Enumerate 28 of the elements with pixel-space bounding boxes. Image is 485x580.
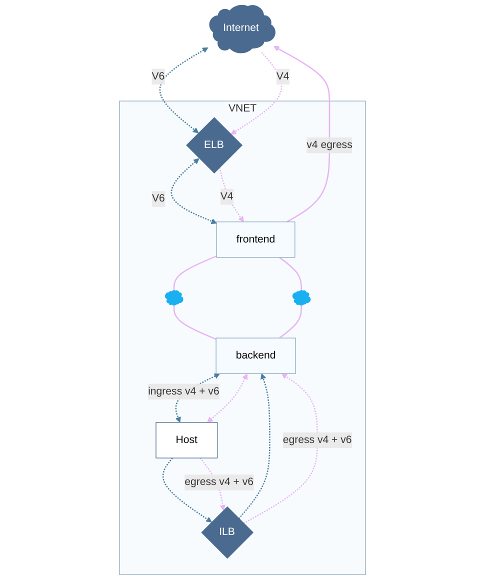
edge-label: V6 (152, 70, 165, 82)
node-cloud (292, 290, 311, 306)
node-box: backend (216, 338, 296, 374)
edge-label: v4 egress (306, 139, 352, 151)
edge-label: egress v4 + v6 (184, 476, 254, 488)
arrow (218, 167, 244, 222)
edge-label: V6 (152, 193, 165, 204)
node-diamond: ELB (186, 117, 242, 174)
arrow (273, 46, 330, 222)
node-box: frontend (216, 222, 296, 258)
connector (279, 256, 302, 290)
edge-label: V4 (220, 190, 234, 202)
connector (173, 255, 217, 290)
arrow (206, 374, 248, 423)
edge-label: V4 (276, 70, 290, 82)
arrow (170, 158, 217, 224)
arrow (230, 52, 282, 135)
edge-label: egress v4 + v6 (282, 434, 352, 446)
node-diamond: ILB (201, 506, 254, 559)
arrow (162, 458, 212, 522)
arrow (159, 47, 208, 134)
node-cloud (164, 290, 184, 306)
node-box: Host (156, 422, 218, 458)
arrow (243, 373, 318, 524)
connector (279, 305, 302, 339)
connector (173, 305, 216, 340)
edge-label: ingress v4 + v6 (148, 386, 220, 397)
arrow (238, 373, 270, 520)
